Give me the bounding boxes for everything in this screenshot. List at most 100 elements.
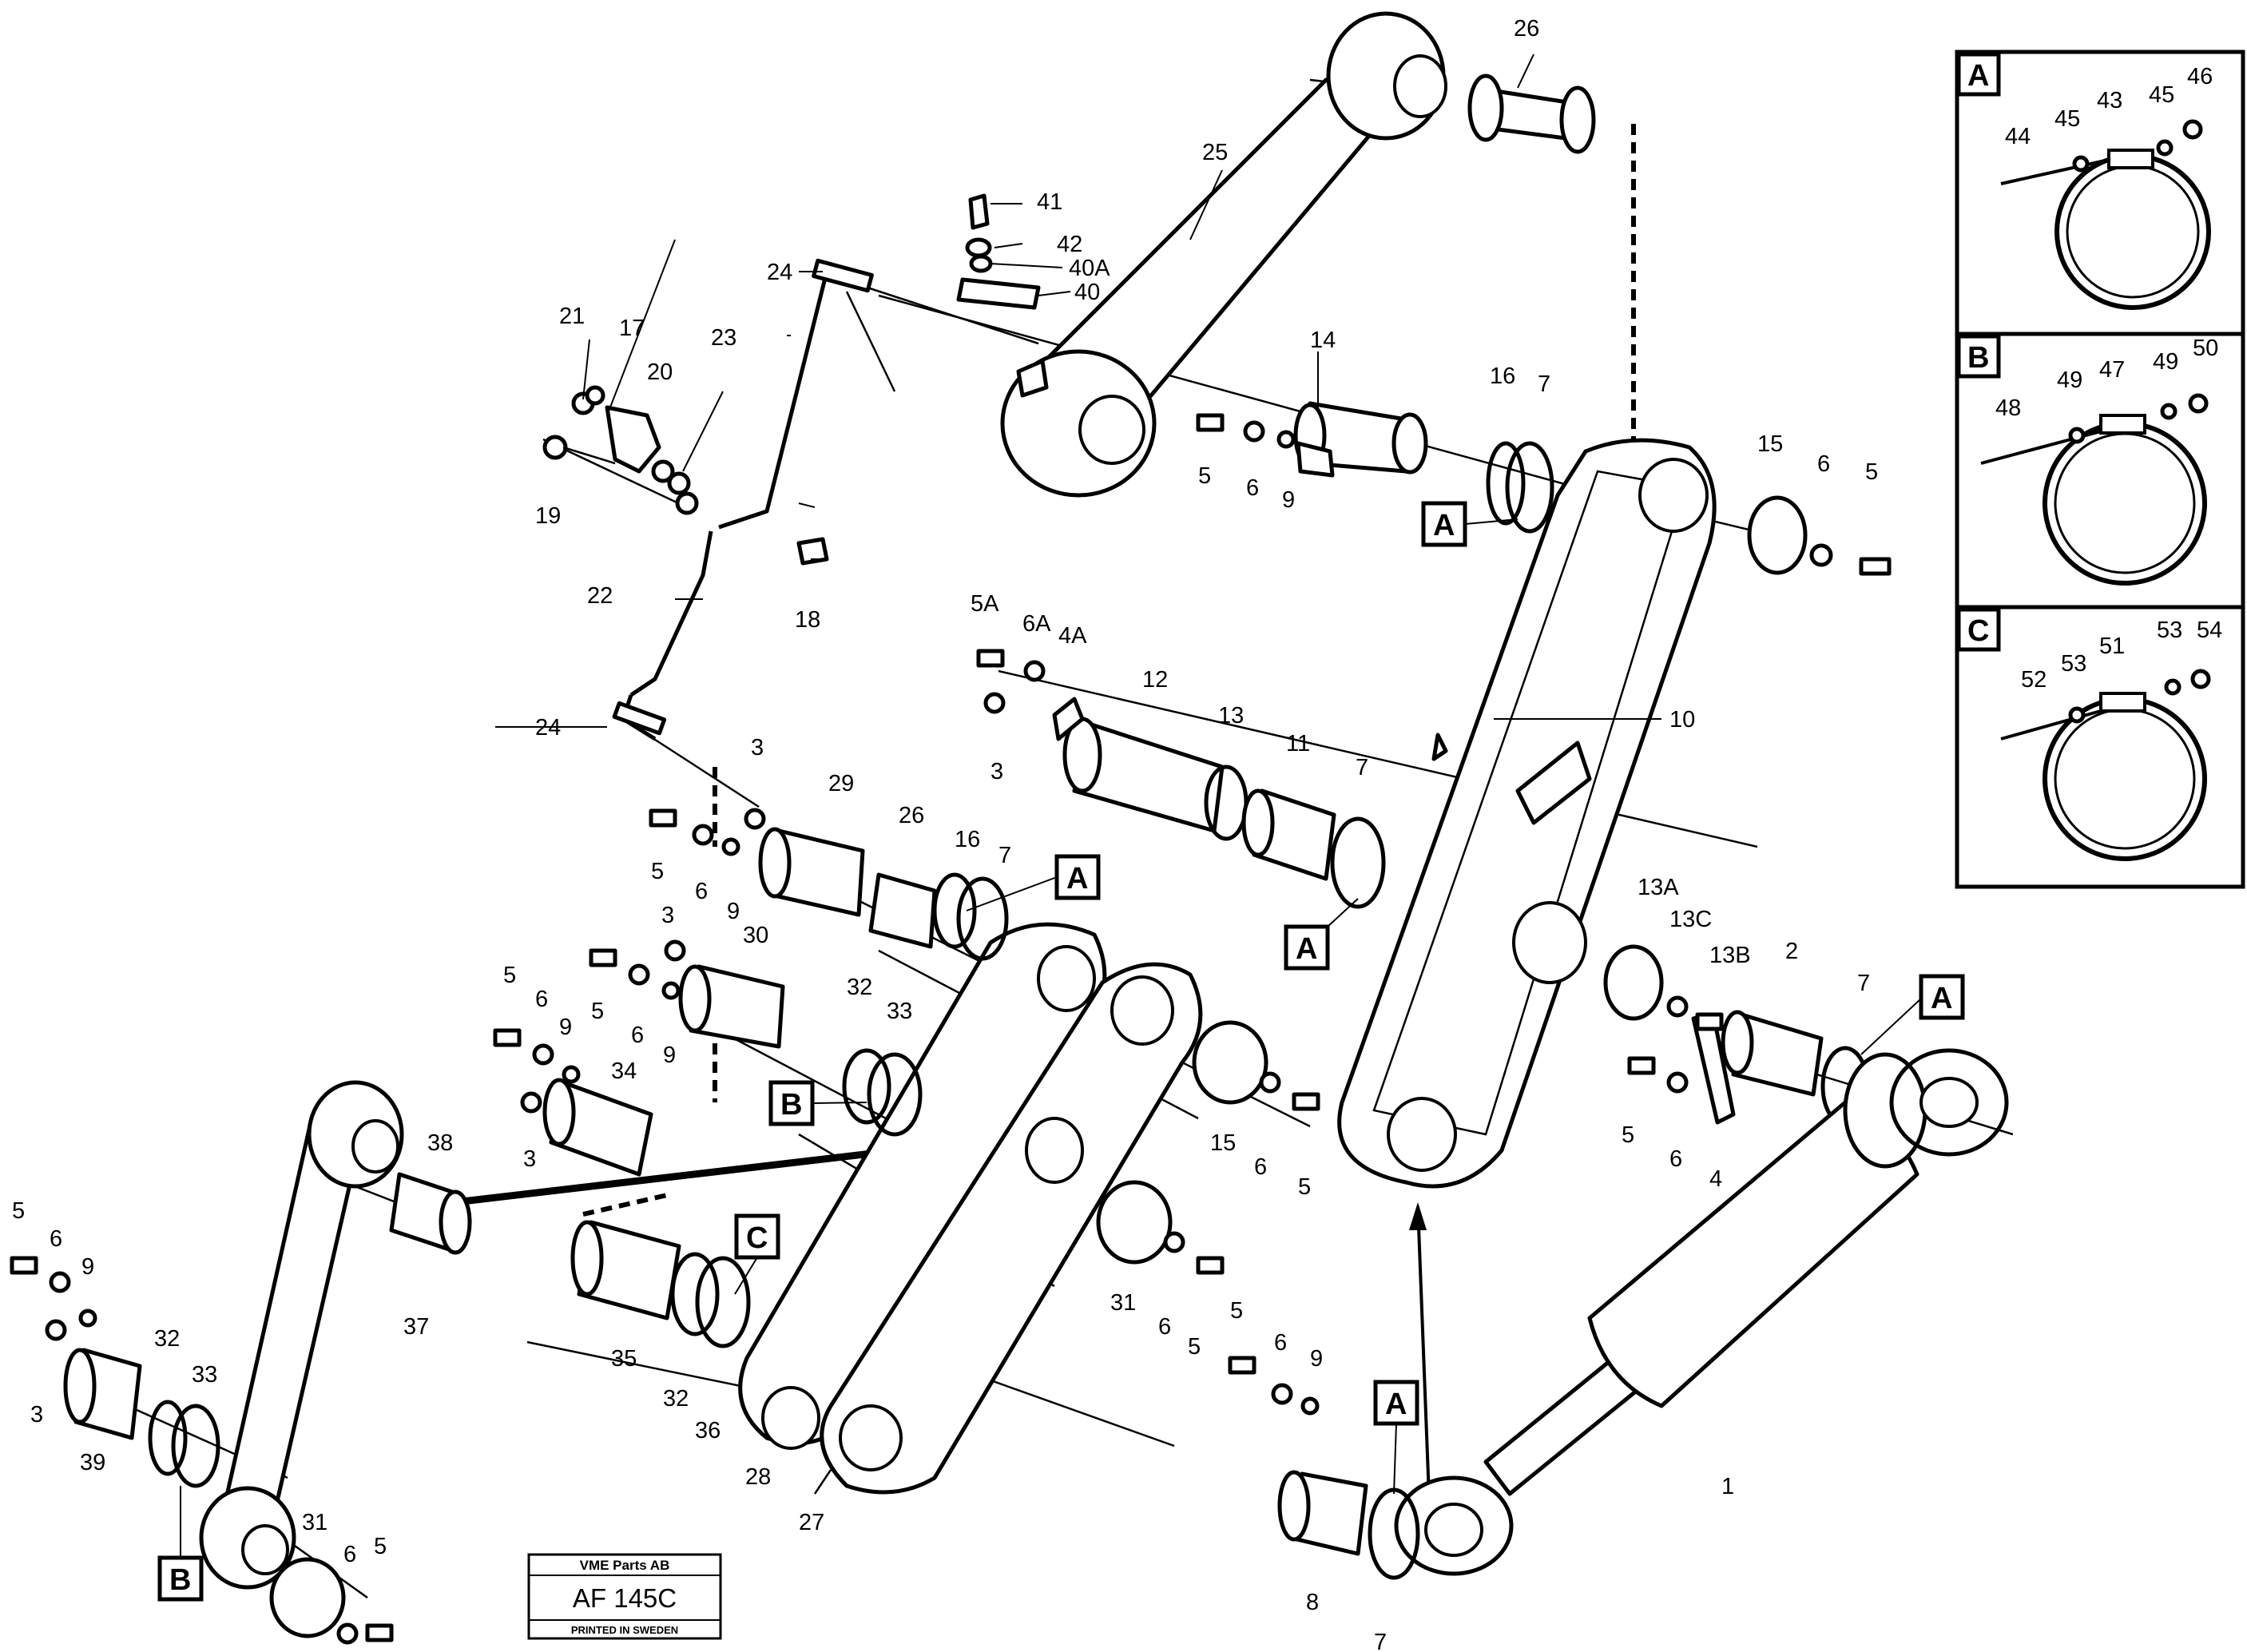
title-block-company: VME Parts AB: [580, 1558, 670, 1573]
callout-4: 4: [1709, 1166, 1722, 1192]
marker-a-4: A: [1860, 974, 1965, 1055]
callout-38: 38: [427, 1130, 453, 1156]
callout-7-top: 7: [1538, 371, 1550, 397]
callout-5-ll: 5: [12, 1198, 25, 1224]
title-block: VME Parts AB AF 145C PRINTED IN SWEDEN: [527, 1553, 722, 1640]
pin-29-bushing-26: [758, 827, 1009, 961]
callout-26-mid: 26: [899, 803, 924, 828]
callout-5a: 5A: [971, 591, 999, 617]
callout-3-ll: 3: [30, 1402, 43, 1428]
callout-6-l2: 6: [631, 1023, 644, 1048]
callout-31-mid: 31: [1110, 1290, 1136, 1316]
callout-14: 14: [1310, 328, 1336, 353]
callout-44: 44: [2005, 124, 2031, 149]
ring-7: [1505, 441, 1554, 534]
callout-34: 34: [611, 1058, 637, 1084]
callout-5-mid: 5: [1298, 1174, 1311, 1200]
marker-label: A: [1385, 1388, 1407, 1421]
marker-label: A: [1066, 862, 1088, 895]
callout-3-c: 3: [661, 903, 674, 928]
callout-6a: 6A: [1022, 611, 1051, 637]
marker-label: A: [1296, 932, 1317, 966]
callout-10: 10: [1669, 707, 1695, 733]
callout-21: 21: [559, 304, 585, 329]
callout-49-a: 49: [2057, 367, 2082, 393]
callout-5-mr: 5: [1622, 1122, 1634, 1148]
callout-36: 36: [695, 1418, 721, 1444]
callout-17: 17: [619, 316, 645, 341]
callout-40a: 40A: [1069, 256, 1110, 281]
callout-11: 11: [1286, 731, 1310, 757]
detail-panel: A B C: [1955, 50, 2245, 889]
callout-6-mr: 6: [1669, 1146, 1682, 1172]
pin-12-bushing-11: [1052, 697, 1386, 909]
callout-9-ml: 9: [727, 899, 740, 924]
callout-7-mid: 7: [1356, 755, 1368, 780]
callout-24-top: 24: [767, 260, 792, 285]
callout-45-b: 45: [2149, 82, 2174, 108]
callout-52: 52: [2021, 667, 2047, 693]
marker-label: A: [1931, 982, 1952, 1015]
callout-4a: 4A: [1058, 623, 1087, 649]
callout-15-top: 15: [1757, 431, 1783, 457]
callout-7-right: 7: [1857, 971, 1870, 996]
callout-9-top: 9: [1282, 487, 1295, 513]
marker-label: C: [746, 1221, 768, 1255]
callout-25: 25: [1202, 140, 1228, 165]
callout-24-bottom: 24: [535, 715, 561, 741]
callout-5-l2: 5: [591, 999, 604, 1024]
hydraulic-cylinder-1: [1394, 1048, 2009, 1576]
callout-5-l: 5: [503, 963, 516, 988]
callout-16: 16: [1490, 363, 1515, 389]
callout-32-mid: 32: [847, 975, 872, 1000]
leader-lines: [495, 54, 1661, 728]
callout-3-d: 3: [523, 1146, 536, 1172]
marker-a-2: A: [966, 854, 1101, 911]
callout-2: 2: [1785, 939, 1798, 964]
callout-8: 8: [1306, 1590, 1319, 1615]
callout-20: 20: [647, 359, 673, 385]
callout-40: 40: [1074, 280, 1100, 305]
callout-15-mid: 15: [1210, 1130, 1236, 1156]
marker-c-1: C: [734, 1213, 780, 1295]
callout-5-b: 5: [1188, 1334, 1201, 1360]
callout-29: 29: [828, 771, 854, 796]
title-block-printed: PRINTED IN SWEDEN: [571, 1624, 678, 1636]
ring-16: [1486, 441, 1526, 526]
callout-5-right: 5: [1865, 459, 1878, 485]
callout-9-ll: 9: [81, 1254, 94, 1280]
callout-9-br: 9: [1310, 1346, 1323, 1372]
detail-a-label: A: [1967, 59, 1989, 93]
bushing-38: [389, 1172, 472, 1255]
callout-19: 19: [535, 503, 561, 529]
marker-label: B: [169, 1563, 191, 1597]
marker-a-3: A: [1284, 898, 1359, 971]
callout-35: 35: [611, 1346, 637, 1372]
callout-32-low: 32: [663, 1386, 689, 1412]
grease-pipe-assembly: [542, 258, 1039, 741]
callout-22: 22: [587, 583, 613, 609]
callout-3-a: 3: [991, 759, 1003, 784]
assembly-axis-lines: [127, 78, 2014, 1599]
callout-26-top: 26: [1514, 16, 1539, 42]
callout-51: 51: [2099, 633, 2125, 659]
callout-6-right: 6: [1817, 451, 1830, 477]
callout-53-a: 53: [2061, 651, 2086, 677]
callout-6-b: 6: [1158, 1314, 1171, 1340]
detail-b-label: B: [1967, 341, 1989, 375]
lower-link-37: [199, 1080, 404, 1590]
callout-7-ml: 7: [998, 843, 1011, 868]
marker-b-2: B: [157, 1486, 204, 1602]
callout-32-ll: 32: [154, 1326, 180, 1352]
callout-6-ml: 6: [695, 879, 708, 904]
reference-markers: A A A A A B B: [157, 501, 1965, 1602]
callout-41: 41: [1037, 189, 1062, 215]
callout-6-mid: 6: [1254, 1154, 1267, 1180]
callout-labels: 26 25 41 42 40A 40 24 23 21 17 20 19 18 …: [12, 16, 2222, 1652]
callout-6-top: 6: [1246, 475, 1259, 501]
pin-8: [1277, 1470, 1420, 1580]
washer-13a: [1603, 944, 1664, 1021]
callout-6-ll: 6: [50, 1226, 62, 1252]
